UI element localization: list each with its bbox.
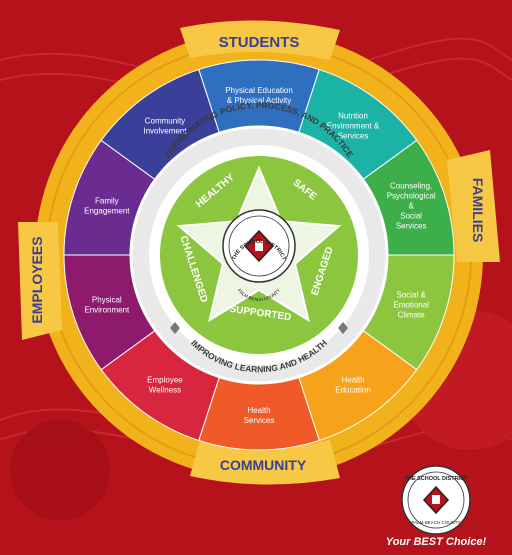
logo-book	[255, 241, 263, 251]
label-families: FAMILIES	[470, 178, 486, 243]
segment-wheel: Physical Education& Physical ActivityNut…	[63, 59, 455, 451]
tab-community: COMMUNITY	[190, 440, 340, 485]
corner-logo-bottom-text: PALM BEACH COUNTY	[412, 520, 461, 525]
corner-logo: THE SCHOOL DISTRICT PALM BEACH COUNTY Yo…	[386, 465, 487, 548]
ring-star-right	[338, 322, 348, 334]
tagline: Your BEST Choice!	[386, 536, 487, 548]
label-employees: EMPLOYEES	[29, 236, 45, 323]
tab-employees: EMPLOYEES	[18, 222, 62, 340]
label-community: COMMUNITY	[220, 457, 307, 473]
label-students: STUDENTS	[219, 34, 300, 51]
corner-logo-top-text: THE SCHOOL DISTRICT	[405, 476, 468, 482]
tab-families: FAMILIES	[447, 150, 500, 262]
ring-star-left	[170, 322, 180, 334]
tab-students: STUDENTS	[180, 20, 340, 60]
segment-label-0: Physical Education& Physical Activity	[225, 86, 293, 105]
